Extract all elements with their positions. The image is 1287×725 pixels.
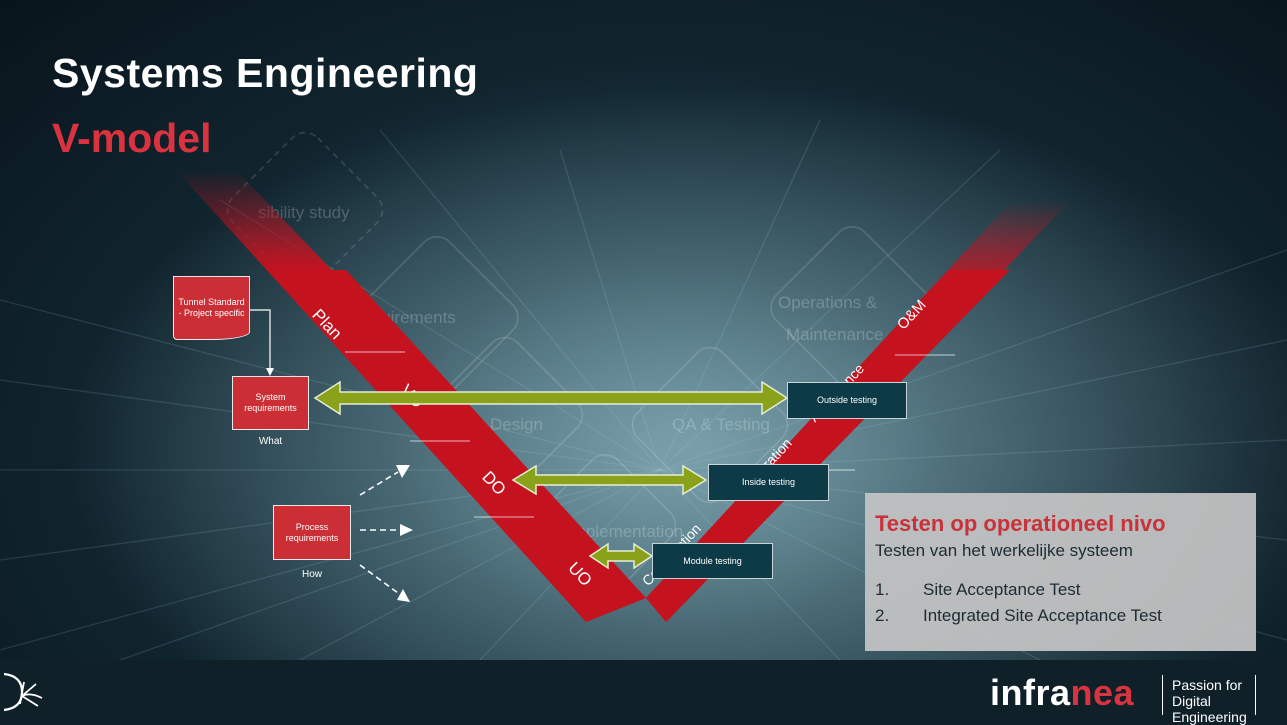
how-arrow-up xyxy=(359,471,399,496)
brand-tagline: Passion for Digital Engineering xyxy=(1172,677,1287,725)
process-requirements-caption: How xyxy=(301,569,322,580)
module-testing-box: Module testing xyxy=(652,543,773,579)
process-requirements-label: Process requirements xyxy=(285,521,339,543)
info-panel-heading: Testen op operationeel nivo xyxy=(875,511,1166,536)
left-logo-icon xyxy=(3,672,43,712)
how-arrowhead-mid xyxy=(400,524,413,536)
test-list-number: 2. xyxy=(875,606,890,625)
tunnel-standard-document: Tunnel Standard - Project specific xyxy=(173,276,250,340)
test-list-item: 2. Integrated Site Acceptance Test xyxy=(875,603,1246,629)
brand-divider xyxy=(1162,675,1163,715)
v-left-arm-solid xyxy=(286,270,646,622)
tunnel-connector xyxy=(250,309,271,368)
bg-label-design: Design xyxy=(490,415,543,434)
bg-label-qa: QA & Testing xyxy=(672,415,770,434)
tagline-line-1: Passion for xyxy=(1172,677,1243,693)
tunnel-standard-label: Tunnel Standard - Project specific xyxy=(178,297,245,318)
brand-part-nea: nea xyxy=(1070,672,1135,713)
slide-title: Systems Engineering xyxy=(52,50,479,96)
system-requirements-caption: What xyxy=(258,436,283,447)
bg-label-implementation: Implementation xyxy=(567,522,683,541)
module-testing-label: Module testing xyxy=(683,555,742,566)
test-list-number: 1. xyxy=(875,580,890,599)
info-panel: Testen op operationeel nivo Testen van h… xyxy=(865,493,1256,651)
brand-part-infra: infra xyxy=(990,672,1071,713)
process-requirements-box: Process requirements xyxy=(273,505,351,560)
brand-wordmark: infranea xyxy=(990,672,1134,714)
outside-testing-label: Outside testing xyxy=(816,395,878,405)
inside-testing-box: Inside testing xyxy=(708,464,829,501)
test-list: 1. Site Acceptance Test 2. Integrated Si… xyxy=(875,577,1246,629)
system-requirements-label: System requirements xyxy=(244,392,297,413)
inside-testing-arrow xyxy=(511,464,708,496)
test-list-item: 1. Site Acceptance Test xyxy=(875,577,1246,603)
how-arrow-down xyxy=(359,564,399,594)
bg-label-operations-1: Operations & xyxy=(778,293,878,312)
info-panel-subheading: Testen van het werkelijke systeem xyxy=(875,541,1133,560)
test-list-text: Integrated Site Acceptance Test xyxy=(923,606,1162,625)
tunnel-connector-arrowhead xyxy=(266,368,274,376)
footer-bar xyxy=(0,660,1287,725)
outside-testing-box: Outside testing xyxy=(787,382,907,419)
bg-label-operations-2: Maintenance xyxy=(786,325,883,344)
slide-subtitle: V-model xyxy=(52,115,212,161)
v-right-arm-solid xyxy=(646,270,1010,622)
system-requirements-box: System requirements xyxy=(232,376,309,430)
how-arrowhead-up xyxy=(396,465,410,478)
how-arrowhead-down xyxy=(397,589,410,602)
inside-testing-label: Inside testing xyxy=(741,477,796,487)
test-list-text: Site Acceptance Test xyxy=(923,580,1081,599)
tagline-line-2: Digital Engineering xyxy=(1172,693,1247,725)
brand-divider-right xyxy=(1255,675,1256,715)
